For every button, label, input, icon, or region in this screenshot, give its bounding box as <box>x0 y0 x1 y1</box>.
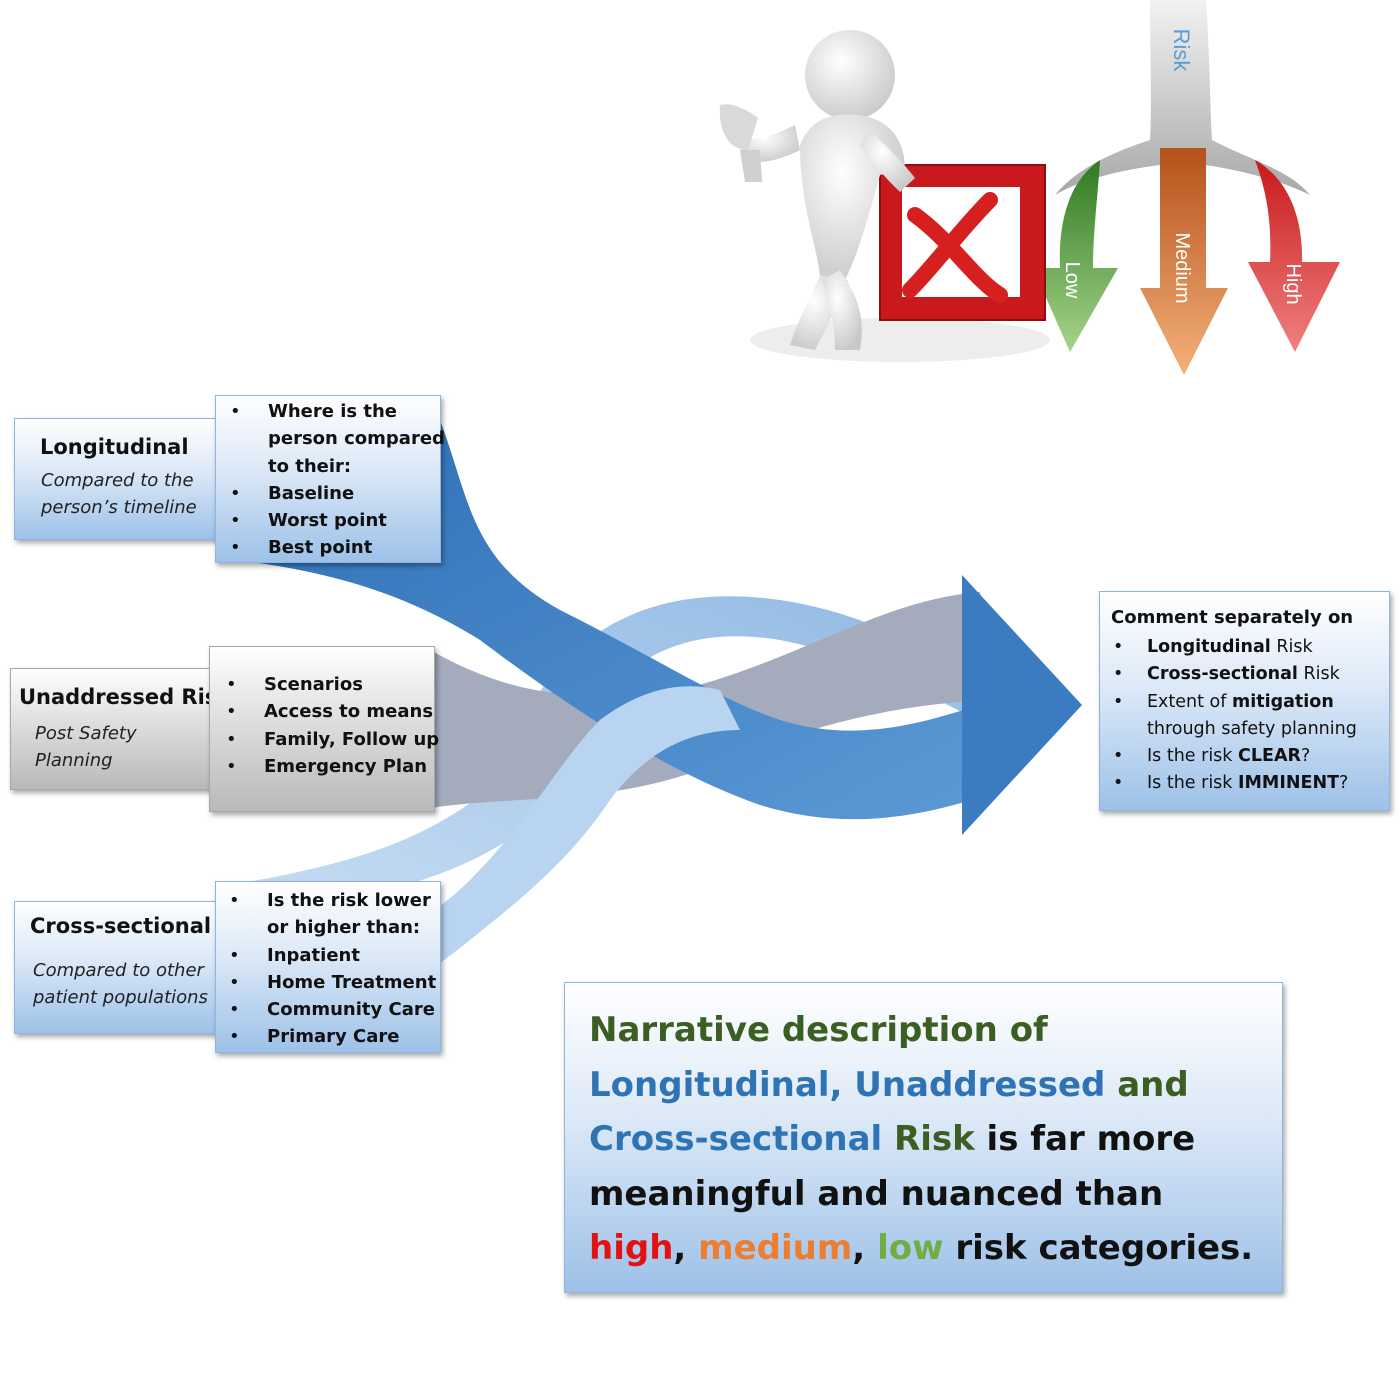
list-item: Is the risk CLEAR? <box>1111 743 1357 771</box>
unaddressed-detail-box: Scenarios Access to means Family, Follow… <box>209 646 439 812</box>
narrative-line: high, medium, low risk categories. <box>589 1221 1253 1276</box>
longitudinal-detail-box: Where is the person compared to their: B… <box>215 395 445 563</box>
narrative-segment: risk categories. <box>943 1228 1254 1268</box>
medium-arrow <box>1140 148 1228 375</box>
list-item: Where is the <box>228 398 445 426</box>
narrative-segment: meaningful and nuanced than <box>589 1173 1164 1214</box>
unaddressed-subtitle-line: Planning <box>35 750 113 771</box>
narrative-line: Longitudinal, Unaddressed and <box>589 1058 1253 1113</box>
comment-text: through safety planning <box>1147 718 1357 739</box>
comment-text: Risk <box>1297 664 1340 685</box>
longitudinal-subtitle-line: Compared to the <box>41 470 194 491</box>
list-item-continued: to their: <box>268 455 352 477</box>
narrative-segment: Cross-sectional <box>589 1119 883 1159</box>
unaddressed-bullets: Scenarios Access to means Family, Follow… <box>224 671 439 780</box>
cross-sectional-bullets: Is the risk lower or higher than: Inpati… <box>227 887 436 1051</box>
list-item: Scenarios <box>224 671 439 699</box>
list-item: Best point <box>228 534 445 562</box>
list-item: Primary Care <box>227 1023 436 1051</box>
longitudinal-title: Longitudinal <box>40 435 189 459</box>
high-label: High <box>1282 263 1304 304</box>
cross-sectional-label-box: Cross-sectional Compared to other patien… <box>14 901 224 1034</box>
comment-bold: IMMINENT <box>1238 773 1340 794</box>
narrative-segment: , <box>852 1228 878 1268</box>
list-item-continued: person compared <box>268 428 445 450</box>
low-arrow <box>1033 160 1118 352</box>
cross-sectional-detail-box: Is the risk lower or higher than: Inpati… <box>215 881 441 1053</box>
narrative-line: Narrative description of <box>589 1003 1253 1058</box>
narrative-medium: medium <box>698 1228 853 1268</box>
longitudinal-subtitle: Compared to the person’s timeline <box>41 467 197 521</box>
comment-bold: Longitudinal <box>1147 637 1271 657</box>
red-x-box <box>879 164 1046 321</box>
cross-sectional-title: Cross-sectional <box>30 914 212 938</box>
list-item: Baseline <box>228 480 445 508</box>
risk-split-graphic: Risk Low Medium High <box>1033 0 1340 375</box>
cross-sectional-ribbon-front <box>235 686 740 1045</box>
narrative-high: high <box>589 1228 674 1268</box>
list-item: Community Care <box>227 996 436 1024</box>
narrative-line: meaningful and nuanced than <box>589 1167 1253 1222</box>
narrative-line: Cross-sectional Risk is far more <box>589 1112 1253 1167</box>
list-item: Extent of mitigation <box>1111 689 1357 717</box>
longitudinal-subtitle-line: person’s timeline <box>41 497 197 518</box>
unaddressed-title: Unaddressed Risk <box>19 685 232 709</box>
list-item: Worst point <box>228 507 445 535</box>
risk-text: Risk <box>1169 29 1194 73</box>
high-arrow <box>1248 160 1340 352</box>
comment-text: Is the risk <box>1147 746 1238 767</box>
unaddressed-subtitle-line: Post Safety <box>35 723 137 744</box>
unaddressed-subtitle: Post Safety Planning <box>35 720 137 774</box>
narrative-low: low <box>877 1228 944 1268</box>
cross-sectional-ribbon-back <box>230 596 1000 915</box>
narrative-segment: Narrative description of <box>589 1010 1048 1050</box>
comment-list: Longitudinal Risk Cross-sectional Risk E… <box>1111 634 1357 798</box>
comment-bold: mitigation <box>1232 691 1334 712</box>
cross-sectional-subtitle: Compared to other patient populations <box>33 957 208 1011</box>
list-item: Is the risk IMMINENT? <box>1111 770 1357 798</box>
list-item-continued: or higher than: <box>267 917 421 939</box>
list-item: Access to means <box>224 698 439 726</box>
narrative-segment: Longitudinal, Unaddressed <box>589 1064 1106 1105</box>
list-item: Is the risk lower <box>227 887 436 915</box>
cross-sectional-subtitle-line: Compared to other <box>33 960 204 981</box>
narrative-box: Narrative description of Longitudinal, U… <box>564 982 1283 1293</box>
list-item-continued: through safety planning <box>1111 716 1357 743</box>
cross-sectional-subtitle-line: patient populations <box>33 987 208 1008</box>
longitudinal-bullets: Where is the person compared to their: B… <box>228 398 445 562</box>
medium-label: Medium <box>1171 232 1193 303</box>
comment-text: Risk <box>1270 637 1313 657</box>
unaddressed-label-box: Unaddressed Risk Post Safety Planning <box>10 668 231 790</box>
list-item: Longitudinal Risk <box>1111 634 1357 662</box>
narrative-segment: and <box>1105 1064 1189 1105</box>
narrative-segment: Risk <box>882 1119 975 1159</box>
comment-bold: Cross-sectional <box>1147 664 1298 685</box>
list-item: Family, Follow up <box>224 726 439 754</box>
main-arrow-head <box>962 575 1082 835</box>
list-item: Home Treatment <box>227 969 436 997</box>
comment-text: Is the risk <box>1147 773 1238 794</box>
narrative-segment: , <box>673 1228 699 1268</box>
narrative-text: Narrative description of Longitudinal, U… <box>589 1003 1253 1276</box>
comment-text: Extent of <box>1147 691 1232 712</box>
list-item: Emergency Plan <box>224 753 439 781</box>
comment-text: ? <box>1300 746 1311 767</box>
list-item: Cross-sectional Risk <box>1111 661 1357 689</box>
comment-heading: Comment separately on <box>1111 607 1354 628</box>
low-label: Low <box>1061 262 1083 299</box>
comment-box: Comment separately on Longitudinal Risk … <box>1099 591 1390 811</box>
thumbs-down-figure <box>719 30 1050 362</box>
narrative-segment: is far more <box>974 1119 1196 1159</box>
risk-stem <box>1055 0 1310 195</box>
comment-text: ? <box>1339 773 1349 794</box>
longitudinal-label-box: Longitudinal Compared to the person’s ti… <box>14 418 224 540</box>
list-item: Inpatient <box>227 942 436 970</box>
comment-bold: CLEAR <box>1238 746 1301 767</box>
